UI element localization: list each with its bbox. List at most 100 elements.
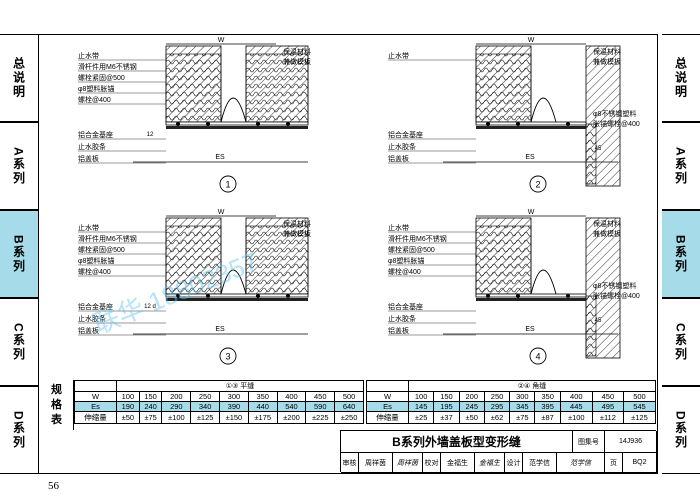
corner-w-cell-1: 150 — [433, 391, 460, 402]
corner-w-cell-3: 250 — [483, 391, 511, 402]
insulation-right — [245, 225, 309, 295]
label-left-4: 螺栓@400 — [78, 267, 111, 276]
flat-w-cell-3: 250 — [190, 391, 221, 402]
tab-general-right[interactable]: 总说明 — [662, 34, 700, 122]
insulation-left — [165, 225, 222, 295]
label-right-1: 兼做模板 — [283, 57, 311, 66]
dim-label-w: W — [528, 37, 535, 44]
dim-label-side: 12 — [147, 132, 154, 138]
flat-stretch-cell-7: ±225 — [305, 411, 336, 424]
side-tabs-left: 总说明 A系列 B系列 C系列 D系列 — [0, 34, 38, 474]
label-left-3: φ8塑料胀锚 — [388, 256, 424, 265]
flat-w-cell-2: 200 — [161, 391, 192, 402]
flat-stretch-cell-6: ±200 — [276, 411, 307, 424]
flat-stretch-cell-1: ±75 — [138, 411, 163, 424]
label-left-0: 止水带 — [78, 223, 99, 232]
tab-general[interactable]: 总说明 — [0, 34, 38, 122]
dim-label-es: ES — [215, 326, 225, 333]
aluminum-base — [165, 121, 309, 126]
anchor-bolt-2 — [256, 122, 260, 126]
title-block: B系列外墙盖板型变形缝 图集号 14J936 审核 周祥茵 周祥茵 校对 金福生… — [340, 430, 657, 473]
detail-number: 2 — [535, 180, 540, 190]
detail-number: 1 — [225, 180, 230, 190]
flat-es-cell-0: 190 — [116, 401, 140, 412]
detail-number: 3 — [225, 352, 230, 362]
detail-number-circle — [219, 347, 237, 365]
corner-stretch-cell-7: ±112 — [591, 411, 624, 424]
waterstop-arc — [220, 269, 247, 295]
label-bottom-1: 止水胶条 — [78, 314, 106, 323]
label-right-0: 保温材料 — [593, 219, 621, 228]
anchor-bolt-0 — [486, 122, 490, 126]
anchor-bolt-1 — [516, 122, 520, 126]
name-review: 周祥茵 — [359, 453, 393, 473]
tab-c-series-right[interactable]: C系列 — [662, 298, 700, 386]
flat-blank-cell — [74, 380, 117, 392]
flat-es-cell-3: 340 — [190, 401, 221, 412]
label-right-1: 兼做模板 — [593, 57, 621, 66]
anchor-bolt-0 — [176, 294, 180, 298]
label-left-3: φ8塑料胀锚 — [78, 256, 114, 265]
page-code: BQ2 — [623, 453, 657, 473]
tab-c-series[interactable]: C系列 — [0, 298, 38, 386]
corner-stretch-cell-6: ±100 — [559, 411, 593, 424]
tab-b-series-right[interactable]: B系列 — [662, 210, 700, 298]
corner-row-label-es: Es — [366, 401, 409, 412]
insulation-corner — [585, 295, 597, 357]
label-left-2: 螺栓紧固@500 — [388, 245, 435, 254]
flat-row-label-w: W — [74, 391, 117, 402]
waterstop-arc — [220, 97, 247, 123]
flat-es-cell-4: 390 — [219, 401, 249, 412]
name-check: 金福生 — [441, 453, 475, 473]
flat-stretch-cell-0: ±50 — [116, 411, 140, 424]
corner-stretch-cell-2: ±50 — [458, 411, 485, 424]
flat-stretch-cell-8: ±250 — [334, 411, 364, 424]
corner-es-cell-4: 345 — [509, 401, 536, 412]
flat-w-cell-4: 300 — [219, 391, 249, 402]
label-bottom-0: 铝合金基座 — [78, 130, 113, 139]
role-review: 审核 — [341, 453, 359, 473]
anchor-bolt-1 — [206, 122, 210, 126]
tab-d-series[interactable]: D系列 — [0, 386, 38, 474]
label-right-0: 保温材料 — [283, 219, 311, 228]
aluminum-base — [165, 293, 309, 298]
detail-drawings: WES12止水带滑杆件用M6不锈钢螺栓紧固@500φ8塑料胀锚螺栓@400铝合金… — [78, 37, 640, 365]
flat-stretch-cell-4: ±150 — [219, 411, 249, 424]
atlas-no: 14J936 — [605, 431, 657, 453]
tab-b-series[interactable]: B系列 — [0, 210, 38, 298]
flat-es-cell-8: 640 — [334, 401, 364, 412]
label-bottom-0: 铝合金基座 — [388, 302, 423, 311]
label-left-1: 滑杆件用M6不锈钢 — [78, 62, 137, 71]
flat-w-cell-1: 150 — [138, 391, 163, 402]
label-right-3: 胀锚螺栓@400 — [593, 119, 640, 128]
tab-a-series[interactable]: A系列 — [0, 122, 38, 210]
label-left-1: 滑杆件用M6不锈钢 — [388, 234, 447, 243]
corner-stretch-cell-4: ±75 — [509, 411, 536, 424]
dim-label-es: ES — [215, 154, 225, 161]
flat-stretch-cell-5: ±175 — [247, 411, 278, 424]
tab-a-series-right[interactable]: A系列 — [662, 122, 700, 210]
corner-row-label-w: W — [366, 391, 409, 402]
corner-w-cell-0: 100 — [407, 391, 435, 402]
insulation-corner — [585, 123, 597, 185]
corner-es-cell-1: 195 — [433, 401, 460, 412]
flat-section-title: ①③ 平缝 — [116, 380, 364, 392]
detail-number-circle — [529, 347, 547, 365]
label-bottom-1: 止水胶条 — [78, 142, 106, 151]
label-bottom-2: 铝盖板 — [78, 326, 99, 335]
detail-number: 4 — [535, 352, 540, 362]
corner-es-cell-2: 245 — [458, 401, 485, 412]
label-left-2: 螺栓紧固@500 — [78, 245, 125, 254]
flat-w-cell-7: 450 — [305, 391, 336, 402]
insulation-left — [165, 53, 222, 123]
corner-stretch-cell-0: ±25 — [407, 411, 435, 424]
detail-number-circle — [219, 175, 237, 193]
tab-d-series-right[interactable]: D系列 — [662, 386, 700, 474]
flat-w-cell-5: 350 — [247, 391, 278, 402]
flat-stretch-cell-2: ±100 — [161, 411, 192, 424]
label-right-2: φ8不锈钢塑料 — [593, 109, 636, 118]
page-label: 页 — [605, 453, 623, 473]
